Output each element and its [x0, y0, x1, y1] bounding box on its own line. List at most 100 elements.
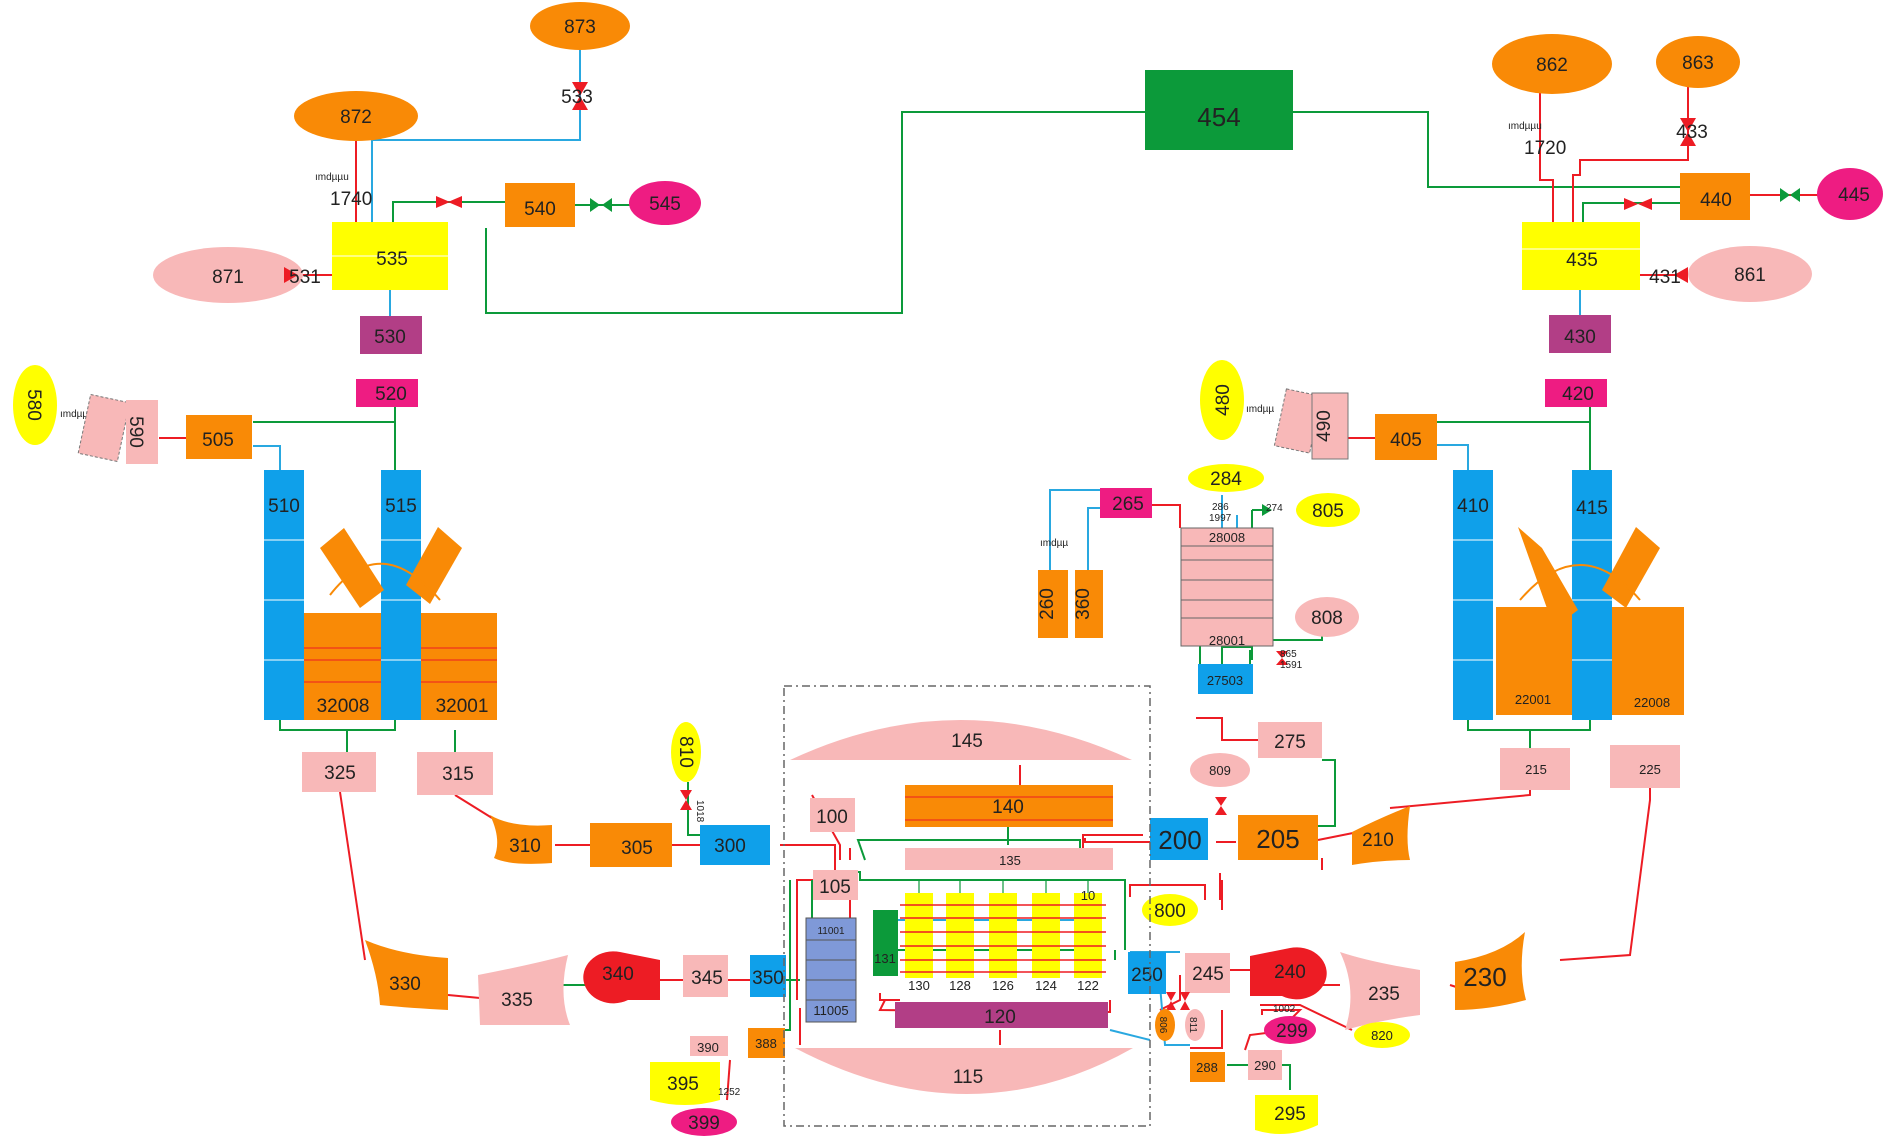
unit-405[interactable] — [1375, 414, 1437, 460]
node-800[interactable] — [1142, 894, 1198, 926]
node-284[interactable] — [1188, 464, 1264, 492]
node-399[interactable] — [671, 1108, 737, 1136]
node-871[interactable] — [153, 247, 303, 303]
bed-130[interactable] — [905, 893, 933, 978]
unit-105[interactable] — [813, 870, 858, 900]
node-480[interactable] — [1200, 360, 1244, 440]
node-862[interactable] — [1492, 34, 1612, 94]
unit-490[interactable] — [1311, 392, 1349, 460]
node-809[interactable] — [1190, 753, 1250, 787]
bed-128[interactable] — [946, 893, 974, 978]
node-545[interactable] — [629, 181, 701, 225]
unit-235[interactable] — [1340, 952, 1420, 1030]
unit-430[interactable] — [1549, 315, 1611, 353]
column-515[interactable] — [381, 470, 421, 720]
tank-22001[interactable] — [1496, 607, 1572, 715]
bed-122[interactable] — [1074, 893, 1102, 978]
node-295[interactable] — [1255, 1095, 1318, 1134]
unit-540[interactable] — [505, 183, 575, 227]
unit-590[interactable] — [77, 393, 131, 463]
node-445[interactable] — [1817, 168, 1883, 220]
unit-305[interactable] — [590, 823, 672, 867]
left-top-cluster: 873 533 872 ımdµµu 1740 540 545 871 531 … — [13, 2, 701, 795]
node-863[interactable] — [1656, 36, 1740, 88]
unit-335[interactable] — [478, 955, 570, 1025]
column-415[interactable] — [1572, 470, 1612, 720]
unit-360[interactable] — [1075, 570, 1103, 638]
unit-225[interactable] — [1610, 745, 1680, 788]
pump-340[interactable] — [583, 951, 660, 1004]
unit-260[interactable] — [1038, 570, 1068, 638]
node-808[interactable] — [1295, 597, 1359, 637]
unit-345[interactable] — [683, 955, 728, 997]
pipe — [392, 201, 510, 222]
unit-454[interactable] — [1145, 70, 1293, 150]
node-805[interactable] — [1296, 493, 1360, 527]
unit-250[interactable] — [1128, 952, 1166, 994]
tank-32001[interactable] — [421, 613, 497, 720]
unit-288[interactable] — [1190, 1052, 1225, 1082]
unit-440[interactable] — [1680, 173, 1750, 220]
node-872[interactable] — [294, 91, 418, 141]
unit-135[interactable] — [905, 848, 1113, 870]
unit-520[interactable] — [356, 379, 418, 407]
unit-505[interactable] — [186, 415, 252, 459]
unit-215[interactable] — [1500, 748, 1570, 790]
unit-200[interactable] — [1150, 818, 1208, 860]
dome-145[interactable] — [790, 720, 1132, 760]
bed-risers — [918, 880, 1089, 893]
unit-275[interactable] — [1258, 722, 1322, 758]
column-510-label: 510 — [268, 496, 300, 517]
unit-330[interactable] — [365, 940, 448, 1010]
pipe — [1084, 838, 1150, 843]
node-580[interactable] — [13, 365, 57, 445]
column-510[interactable] — [264, 470, 304, 720]
pump-240[interactable] — [1250, 947, 1327, 1000]
unit-315[interactable] — [417, 752, 493, 795]
unit-27503[interactable] — [1198, 664, 1253, 694]
unit-131[interactable] — [873, 910, 898, 976]
node-395[interactable] — [650, 1062, 720, 1105]
unit-120-label: 120 — [984, 1007, 1016, 1028]
exchanger-11001[interactable] — [805, 917, 857, 1023]
column-410[interactable] — [1453, 470, 1493, 720]
valve-icon — [1166, 1001, 1176, 1010]
node-299[interactable] — [1264, 1016, 1316, 1044]
unit-530[interactable] — [360, 316, 422, 354]
unit-290[interactable] — [1248, 1050, 1282, 1080]
unit-265-label: 265 — [1112, 494, 1144, 515]
unit-265[interactable] — [1100, 488, 1152, 518]
tank-22008[interactable] — [1612, 607, 1684, 715]
node-873[interactable] — [530, 2, 630, 50]
unit-310[interactable] — [490, 815, 552, 864]
unit-100[interactable] — [810, 798, 855, 832]
node-810[interactable] — [671, 722, 701, 782]
unit-388[interactable] — [748, 1028, 785, 1058]
node-811[interactable] — [1185, 1009, 1205, 1041]
unit-230[interactable] — [1455, 932, 1526, 1010]
bed-126[interactable] — [989, 893, 1017, 978]
unit-210[interactable] — [1352, 806, 1410, 865]
node-861[interactable] — [1688, 246, 1812, 302]
unit-325[interactable] — [302, 752, 376, 792]
bed-124[interactable] — [1032, 893, 1060, 978]
tank-32008[interactable] — [304, 613, 381, 720]
unit-390[interactable] — [690, 1036, 728, 1056]
unit-140-label: 140 — [992, 797, 1024, 818]
unit-435[interactable] — [1522, 222, 1640, 290]
unit-120[interactable] — [895, 1002, 1108, 1028]
valve-533[interactable] — [572, 82, 588, 96]
bed-stripes — [900, 904, 1106, 973]
unit-420[interactable] — [1545, 379, 1607, 407]
node-806[interactable] — [1155, 1009, 1175, 1041]
unit-300[interactable] — [700, 825, 770, 865]
stack-28008[interactable] — [1180, 527, 1274, 647]
unit-205[interactable] — [1238, 815, 1318, 860]
node-284-label: 284 — [1210, 469, 1242, 490]
node-820[interactable] — [1354, 1022, 1410, 1048]
unit-105-label: 105 — [819, 877, 851, 898]
unit-350[interactable] — [750, 955, 786, 997]
dome-115[interactable] — [795, 1048, 1133, 1094]
unit-288-label: 288 — [1196, 1060, 1218, 1075]
unit-245[interactable] — [1185, 953, 1230, 993]
